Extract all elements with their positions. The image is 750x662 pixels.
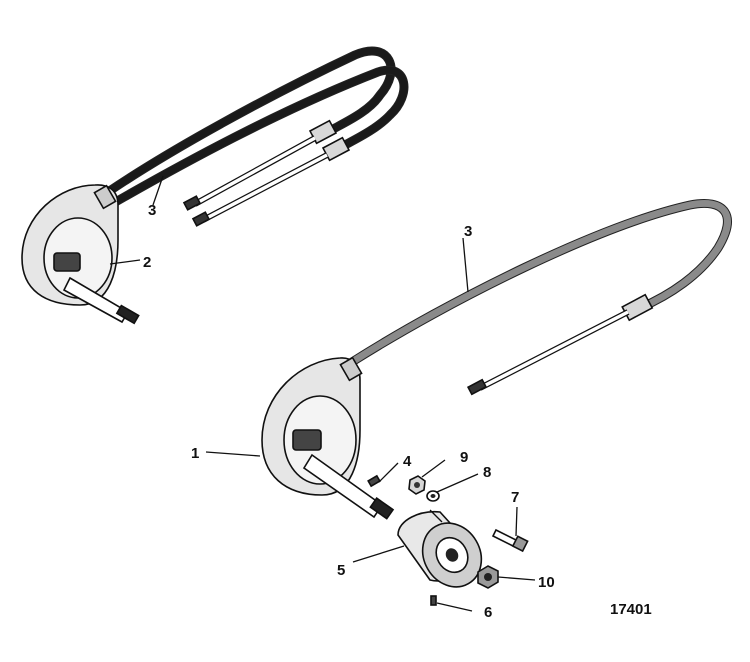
callout-labels: 1 2 3 3 4 5 6 7 8 9 10 17401 [143,202,652,621]
single-cable-assembly [261,199,732,520]
part-bolt-7 [491,528,529,553]
part-steering-wheel-hub [397,510,483,588]
part-key [367,474,381,488]
callout-5: 5 [337,562,345,579]
callout-3-upper: 3 [148,202,156,219]
part-nut-10 [477,565,499,589]
figure-number: 17401 [610,601,652,618]
callout-4: 4 [403,453,412,470]
callout-8: 8 [483,464,491,481]
part-nut-9 [408,475,426,495]
leader-lines [109,175,536,612]
helm-output-shaft [302,453,395,520]
callout-3-lower: 3 [464,223,472,240]
callout-9: 9 [460,449,468,466]
callout-6: 6 [484,604,492,621]
callout-7: 7 [511,489,519,506]
helm-housing-upper [21,184,140,325]
dual-cable-end-fittings [182,119,351,227]
callout-10: 10 [538,574,555,591]
single-cable-sheath [347,199,732,367]
dual-cable-assembly [21,46,409,325]
part-small-screw-6 [430,595,437,606]
helm-housing-lower [261,356,363,496]
single-cable-end-fitting [466,293,654,396]
callout-1: 1 [191,445,199,462]
dual-cable-sheath [103,46,409,209]
part-washer-8 [426,490,440,502]
callout-2: 2 [143,254,151,271]
